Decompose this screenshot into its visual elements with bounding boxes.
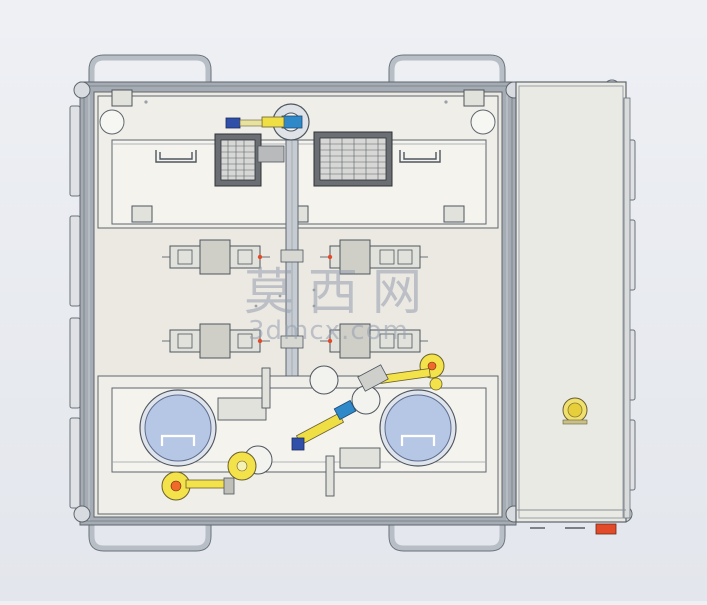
clamp-markers	[257, 254, 333, 344]
cabinet-terminals	[530, 523, 617, 535]
lifting-hoops	[89, 55, 505, 551]
lifting-hoops-outline	[88, 54, 506, 552]
electrical-cabinet	[515, 81, 631, 523]
toggle-clamp-icon	[169, 239, 421, 359]
tank-handles	[160, 434, 436, 446]
bolt-markers	[144, 100, 448, 308]
hose-coupling	[291, 364, 389, 451]
warning-lamp-icon	[562, 397, 588, 425]
filter-grilles	[214, 131, 393, 187]
top-pump-assembly	[225, 103, 310, 163]
bottom-brackets	[217, 367, 381, 497]
grille-mesh	[221, 138, 386, 180]
left-lugs	[69, 105, 81, 509]
yellow-pump-icon	[161, 353, 445, 501]
